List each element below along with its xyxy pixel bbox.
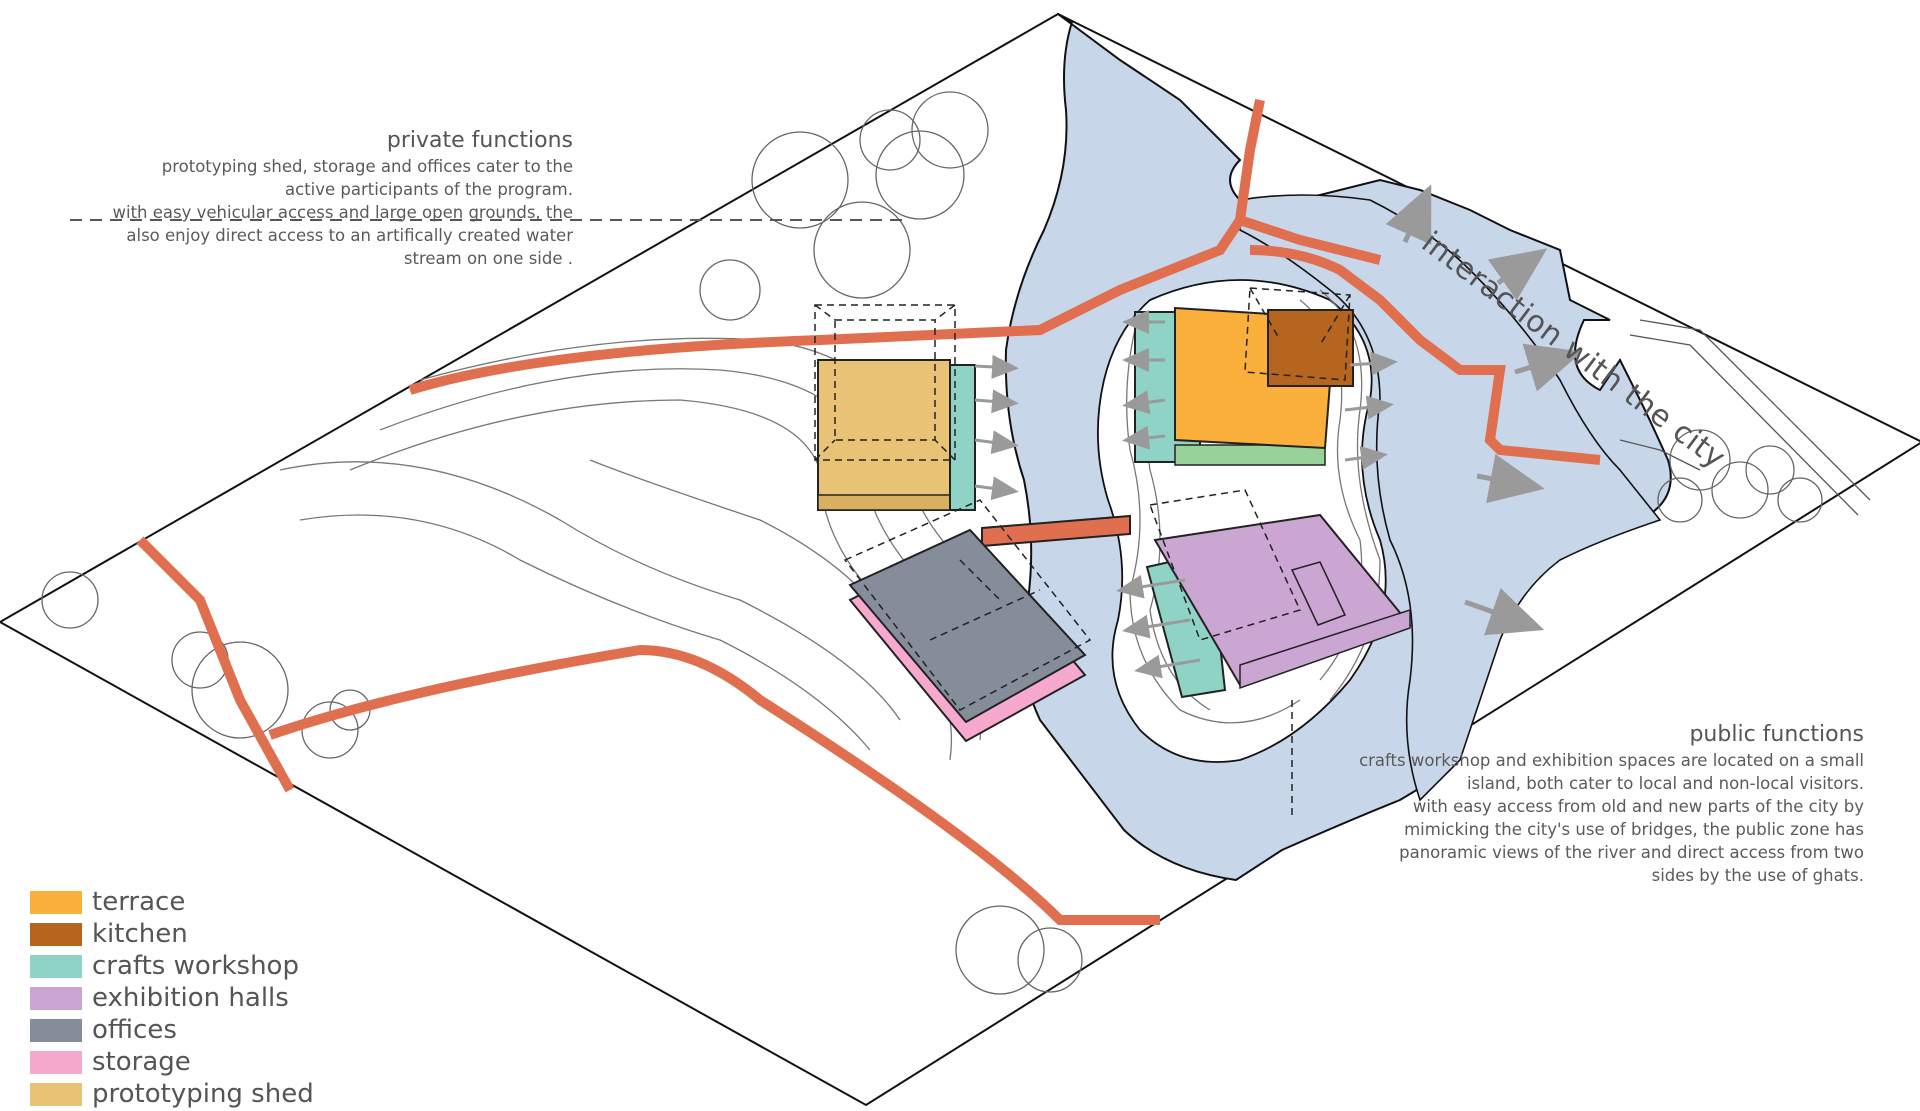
public-note-line: island, both cater to local and non-loca… [1466,774,1864,793]
legend-swatch [30,1051,82,1074]
private-note-line: prototyping shed, storage and offices ca… [161,157,573,176]
legend-label: crafts workshop [92,951,299,981]
public-note-line: crafts workshop and exhibition spaces ar… [1359,751,1864,770]
private-functions-note: private functions prototyping shed, stor… [113,128,574,270]
private-functions-title: private functions [386,128,573,153]
private-note-line: stream on one side . [403,249,573,268]
public-note-line: sides by the use of ghats. [1651,866,1864,885]
legend-swatch [30,891,82,914]
legend-swatch [30,923,82,946]
trees [41,91,1823,995]
public-note-line: with easy access from old and new parts … [1412,797,1864,816]
public-note-line: mimicking the city's use of bridges, the… [1404,820,1864,839]
public-functions-title: public functions [1689,722,1864,747]
private-note-line: with easy vehicular access and large ope… [112,203,574,222]
public-functions-note: public functions crafts workshop and exh… [1359,722,1864,887]
legend-swatch [30,955,82,978]
legend-swatch [30,987,82,1010]
legend-swatch [30,1083,82,1106]
east-road [1619,319,1871,516]
footpaths [136,99,1601,925]
legend-label: kitchen [92,919,188,949]
private-note-line: also enjoy direct access to an artifical… [126,226,573,245]
legend-label: offices [92,1015,177,1045]
access-arrows [974,310,1398,679]
offices-storage-block [843,499,1092,743]
bridge [981,514,1131,548]
city-arrows [1385,184,1583,636]
legend-label: terrace [92,887,186,917]
terrace-kitchen-block [1134,287,1354,466]
private-note-line: active participants of the program. [285,180,573,199]
legend-label: storage [92,1047,191,1077]
public-note-line: panoramic views of the river and direct … [1399,843,1864,862]
legend-label: exhibition halls [92,983,289,1013]
legend-label: prototyping shed [92,1079,314,1109]
legend-swatch [30,1019,82,1042]
prototyping-shed-block [814,304,976,511]
exhibition-halls-block [1145,489,1412,820]
